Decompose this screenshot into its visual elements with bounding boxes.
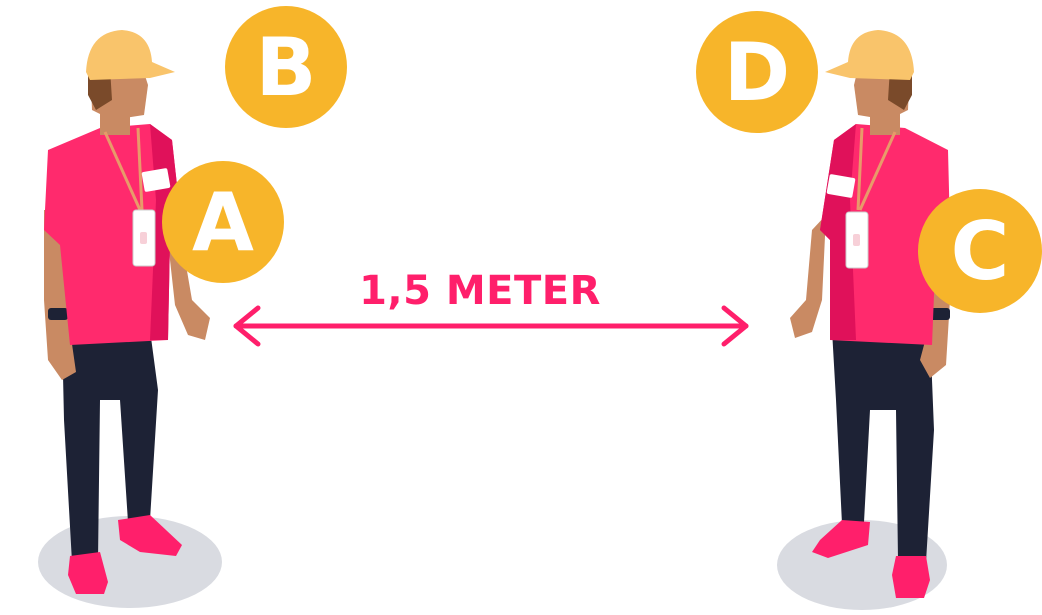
badge-b: B [225, 6, 347, 128]
distance-label: 1,5 METER [359, 268, 601, 314]
badge-a: A [162, 161, 284, 283]
badge-c: C [918, 189, 1042, 313]
distance-arrow [233, 305, 749, 347]
left-person [44, 30, 210, 594]
right-person [790, 30, 950, 598]
badge-d: D [696, 11, 818, 133]
